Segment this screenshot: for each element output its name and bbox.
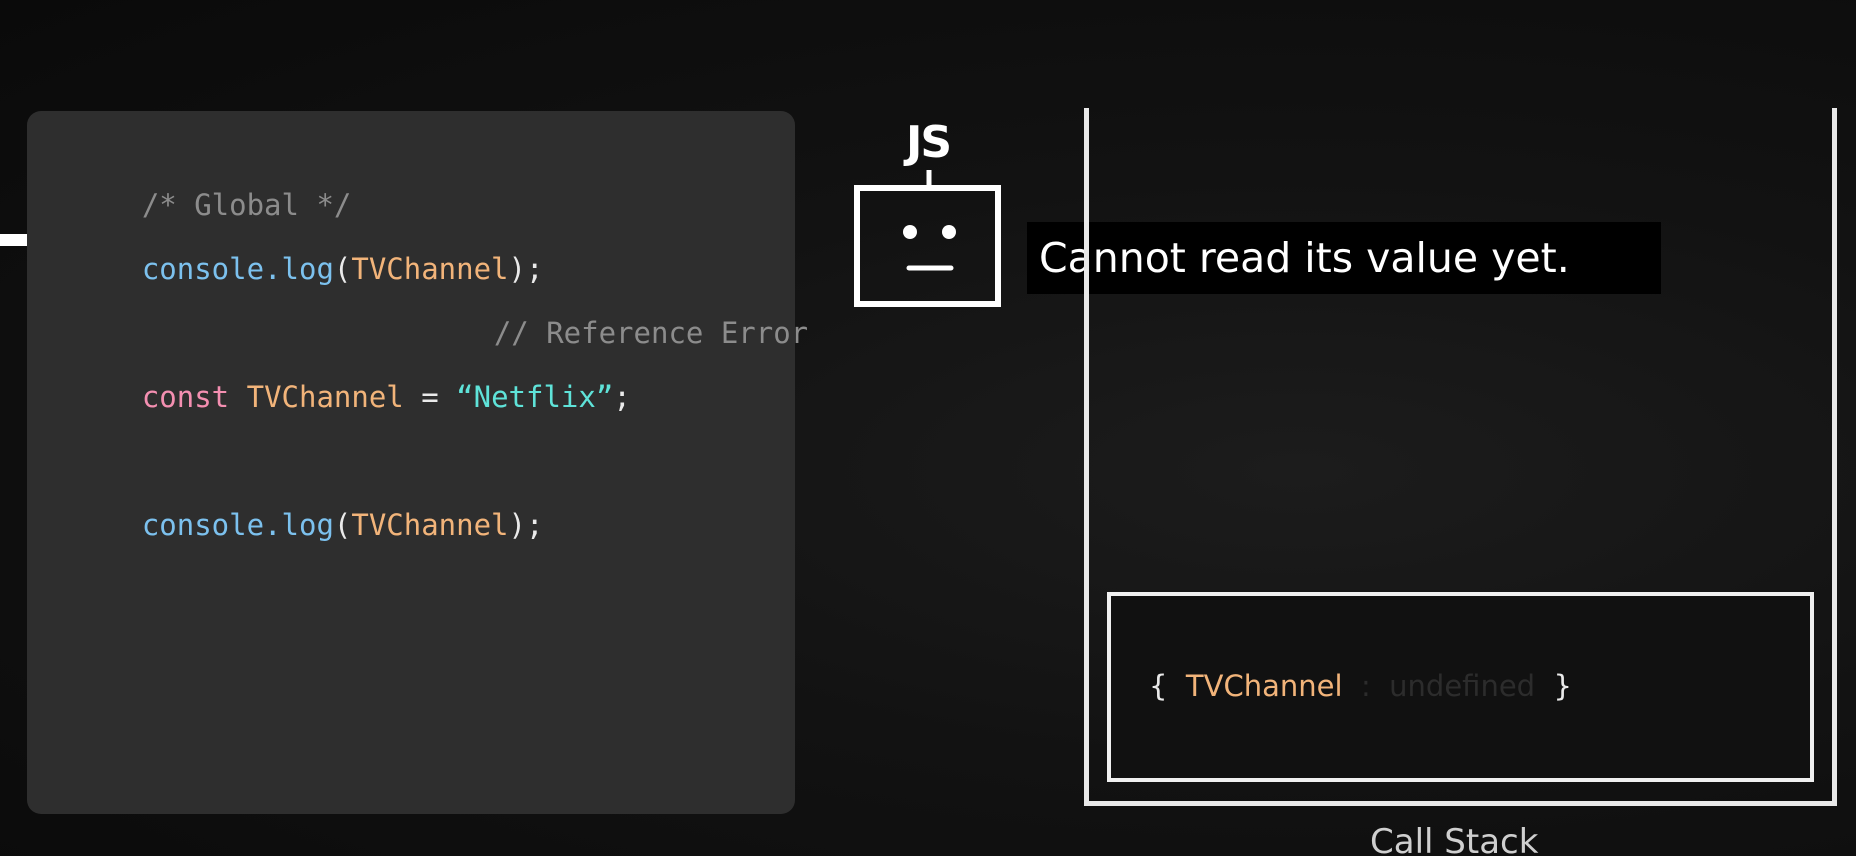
code-line-1: console.log(TVChannel); <box>72 215 544 323</box>
frame-separator: : <box>1360 669 1371 703</box>
frame-contents: { TVChannel : undefined } <box>1149 668 1572 704</box>
variable-name: TVChannel <box>246 380 404 414</box>
code-comment-global: /* Global */ <box>72 151 352 259</box>
equals-sign: = <box>421 380 439 414</box>
argument: TVChannel <box>351 508 509 542</box>
frame-variable: TVChannel <box>1185 669 1343 703</box>
open-paren: ( <box>333 508 352 542</box>
code-panel: /* Global */ console.log(TVChannel); // … <box>27 111 808 814</box>
function-name: console.log <box>141 252 334 286</box>
open-paren: ( <box>333 252 352 286</box>
function-name: console.log <box>141 508 334 542</box>
call-stack-container <box>1084 108 1837 806</box>
robot-label: JS <box>905 117 952 168</box>
caption-text: Cannot read its value yet. <box>1039 234 1570 282</box>
call-stack-label: Call Stack <box>1370 822 1539 856</box>
semicolon: ; <box>613 380 631 414</box>
code-line-5: console.log(TVChannel); <box>72 471 544 579</box>
robot-icon <box>854 170 1001 307</box>
keyword-const: const <box>141 380 230 414</box>
string-value: “Netflix” <box>456 380 614 414</box>
caption-box: Cannot read its value yet. <box>1027 222 1661 294</box>
js-engine-robot: JS <box>852 118 1004 310</box>
close-paren: ); <box>508 252 544 286</box>
code-line-3: const TVChannel = “Netflix”; <box>72 343 631 451</box>
comment-error: // Reference Error <box>493 316 809 350</box>
brace-close: } <box>1553 669 1572 703</box>
brace-open: { <box>1149 669 1168 703</box>
frame-value: undefined <box>1389 669 1536 703</box>
comment-global: /* Global */ <box>141 188 352 222</box>
close-paren: ); <box>508 508 544 542</box>
argument: TVChannel <box>351 252 509 286</box>
stack-frame-global: { TVChannel : undefined } <box>1107 592 1814 782</box>
code-comment-error: // Reference Error <box>424 279 808 387</box>
